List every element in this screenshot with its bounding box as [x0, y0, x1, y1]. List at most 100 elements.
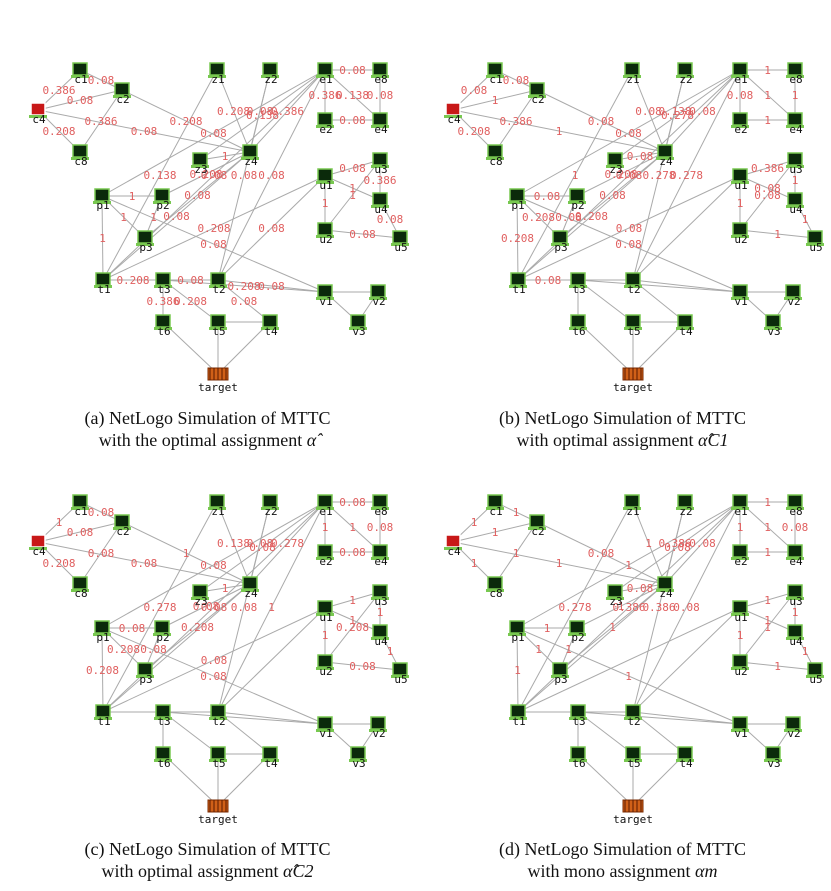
node-e1-base: [316, 507, 334, 510]
edge-e1-t2: [632, 501, 741, 713]
edge-label: 1: [349, 521, 356, 534]
node-label-u1: u1: [319, 179, 332, 192]
edge-label: 1: [737, 629, 744, 642]
edge-c2-z4: [536, 89, 666, 153]
edge-t3-v1: [577, 711, 741, 725]
edge-label: 0.08: [664, 541, 691, 554]
node-label-c1: c1: [74, 73, 87, 86]
node-t3-base: [569, 285, 587, 288]
node-u5-base: [391, 675, 409, 678]
edge-p1-v1: [101, 195, 326, 293]
edge-label: 0.386: [363, 174, 396, 187]
edge-label: 0.08: [201, 169, 228, 182]
edge-e1-t2: [632, 69, 741, 281]
edge-label: 0.08: [503, 74, 530, 87]
node-p1-base: [93, 201, 111, 204]
edge-t6-target: [162, 753, 219, 807]
node-e8-base: [371, 75, 389, 78]
node-label-p2: p2: [156, 631, 169, 644]
edge-label: 0.138: [336, 89, 369, 102]
node-c8-base: [486, 589, 504, 592]
edge-u1-u4: [324, 175, 381, 201]
caption-c-line1: (c) NetLogo Simulation of MTTC: [84, 839, 331, 859]
node-label-c4: c4: [447, 113, 461, 126]
node-z3-base: [606, 597, 624, 600]
edge-c4-c2: [452, 521, 538, 543]
edge-t2-v1: [217, 279, 326, 293]
caption-b-line1: (b) NetLogo Simulation of MTTC: [499, 408, 746, 428]
edge-label: 0.08: [67, 526, 94, 539]
edge-e1-p1: [516, 69, 741, 197]
edge-z1-z4: [631, 69, 666, 153]
node-c4-base: [444, 115, 462, 118]
node-u1-base: [731, 613, 749, 616]
node-label-u5: u5: [809, 241, 822, 254]
edge-t3-v1: [577, 279, 741, 293]
edge-label: 0.08: [200, 670, 227, 683]
edge-u2-u5: [739, 661, 816, 671]
edge-e1-e4: [739, 501, 796, 553]
edge-label: 0.08: [727, 89, 754, 102]
edge-z2-t2: [632, 501, 686, 713]
node-label-u3: u3: [789, 163, 802, 176]
edge-z3-z4: [199, 151, 251, 161]
edge-label: 0.08: [627, 582, 654, 595]
node-z1-base: [623, 507, 641, 510]
edge-t1-z4: [102, 583, 251, 713]
node-label-t6: t6: [572, 325, 585, 338]
edge-label: 0.08: [339, 64, 366, 77]
edge-p2-z4: [576, 583, 666, 629]
edge-u1-u3: [739, 159, 796, 177]
node-t3-base: [569, 717, 587, 720]
edge-e1-t2: [217, 69, 326, 281]
edge-label: 0.08: [258, 222, 285, 235]
node-c2-base: [528, 527, 546, 530]
edge-c4-z4: [452, 109, 666, 153]
node-label-p2: p2: [156, 199, 169, 212]
node-label-v3: v3: [352, 757, 365, 770]
edge-label: 1: [764, 521, 771, 534]
node-p2-base: [568, 633, 586, 636]
node-z1-base: [208, 507, 226, 510]
edge-p3-z4: [144, 151, 251, 239]
caption-a-line1: (a) NetLogo Simulation of MTTC: [84, 408, 331, 428]
edge-label: 0.08: [258, 280, 285, 293]
edge-label: 0.208: [107, 643, 140, 656]
edge-z1-t1: [102, 69, 218, 281]
node-label-e4: e4: [374, 123, 388, 136]
caption-b-math: α̂C1: [698, 430, 729, 450]
node-label-e4: e4: [374, 555, 388, 568]
edge-label: 0.08: [754, 189, 781, 202]
node-p3-base: [136, 675, 154, 678]
node-label-z1: z1: [626, 73, 639, 86]
edge-c8-c2: [79, 89, 123, 153]
edge-label: 0.386: [308, 89, 341, 102]
edge-label: 1: [322, 197, 329, 210]
edge-label: 0.208: [217, 105, 250, 118]
edge-label: 1: [565, 643, 572, 656]
node-label-e2: e2: [734, 123, 747, 136]
edge-t1-u1: [517, 607, 741, 713]
node-label-u2: u2: [734, 665, 747, 678]
edge-label: 1: [222, 582, 229, 595]
node-z3-base: [191, 165, 209, 168]
edge-c8-c2: [79, 521, 123, 585]
edge-p3-z4: [559, 583, 666, 671]
edge-label: 0.386: [642, 601, 675, 614]
edge-label: 0.08: [247, 537, 274, 550]
edge-label: 0.208: [604, 168, 637, 181]
node-v2-base: [369, 729, 387, 732]
node-label-t5: t5: [212, 757, 225, 770]
node-label-c4: c4: [32, 545, 46, 558]
node-v3-base: [349, 759, 367, 762]
edge-u2-u5: [324, 661, 401, 671]
node-label-t3: t3: [157, 283, 170, 296]
node-label-t1: t1: [97, 283, 110, 296]
edge-label: 1: [322, 629, 329, 642]
edge-label: 0.08: [193, 600, 220, 613]
node-t2-base: [209, 285, 227, 288]
edge-label: 1: [645, 537, 652, 550]
node-p3-base: [551, 675, 569, 678]
node-e4-base: [786, 125, 804, 128]
